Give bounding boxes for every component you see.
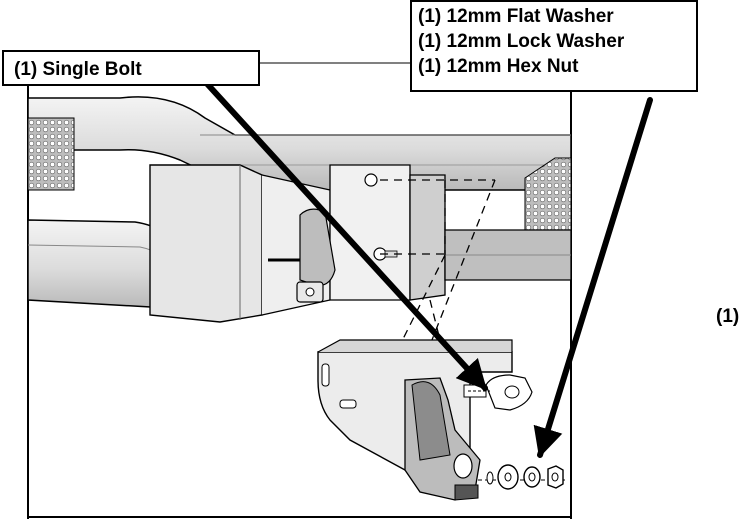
hardware-stack [478, 464, 565, 490]
single-bolt-callout: (1) Single Bolt [2, 50, 260, 86]
single-bolt-label: (1) Single Bolt [14, 59, 142, 80]
alignment-dashes [380, 179, 496, 361]
lock-washer-label: (1) 12mm Lock Washer [418, 31, 625, 52]
hardware-callout: (1) 12mm Flat Washer (1) 12mm Lock Washe… [410, 0, 698, 92]
bumper-upper-tube [27, 96, 572, 191]
frame-bracket [329, 164, 572, 301]
left-mesh-grille [27, 117, 75, 191]
right-mesh-grille [524, 157, 572, 231]
clamp-plate [268, 208, 336, 303]
mount-slot-lower [339, 399, 357, 409]
bracket-bolt-head-upper [364, 173, 378, 187]
side-fragment-label: (1) [716, 306, 740, 327]
leader-lines [197, 62, 653, 458]
flat-washer-label: (1) 12mm Flat Washer [418, 6, 614, 27]
hex-nut-label: (1) 12mm Hex Nut [418, 56, 579, 77]
mount-bracket [317, 339, 513, 501]
mount-slot-left [321, 363, 330, 387]
